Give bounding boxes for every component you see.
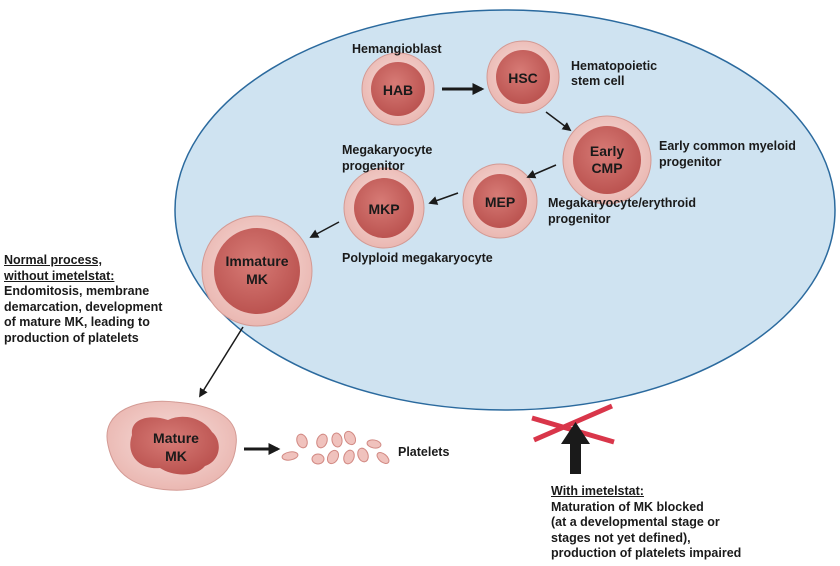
immature-mk-label-1: Immature [225, 253, 288, 269]
platelet [296, 433, 308, 449]
hsc-cell-label: HSC [508, 70, 538, 86]
mature-mk-cell: Mature MK [106, 400, 237, 491]
label-platelets: Platelets [398, 445, 449, 459]
label-hsc-1: Hematopoietic [571, 59, 657, 73]
arrow-mep-to-mkp [428, 192, 459, 205]
platelet [343, 430, 357, 446]
platelet [331, 432, 343, 448]
arrow-immature-to-mature [199, 326, 244, 398]
mkp-cell: MKP [343, 167, 425, 249]
block-up-arrow [561, 422, 590, 474]
label-mkp-1: Megakaryocyte [342, 143, 432, 157]
immature-mk-label-2: MK [246, 271, 268, 287]
platelet [366, 439, 382, 449]
normal-note-line-3: of mature MK, leading to [4, 315, 150, 329]
imetelstat-note-heading: With imetelstat: [551, 484, 644, 498]
arrow-hsc-to-cmp [545, 111, 572, 132]
platelet [343, 449, 355, 465]
normal-note-line-1: Endomitosis, membrane [4, 284, 150, 298]
platelet [316, 433, 328, 449]
mep-cell: MEP [462, 163, 538, 239]
mkp-cell-label: MKP [368, 201, 399, 217]
label-hemangioblast: Hemangioblast [352, 42, 442, 56]
label-hsc-2: stem cell [571, 74, 625, 88]
arrow-cmp-to-mep [526, 164, 557, 179]
label-cmp-2: progenitor [659, 155, 722, 169]
platelet [376, 452, 390, 464]
cmp-cell-label-2: CMP [591, 160, 622, 176]
mature-mk-label-1: Mature [153, 430, 199, 446]
arrow-mkp-to-immature [309, 221, 340, 238]
imetelstat-note-line-3: stages not yet defined), [551, 530, 691, 545]
immature-mk-cell: Immature MK [201, 215, 313, 327]
imetelstat-note-line-1: Maturation of MK blocked [551, 499, 704, 514]
normal-note-heading-2: without imetelstat: [4, 268, 115, 283]
mep-cell-label: MEP [485, 194, 515, 210]
platelet [281, 451, 299, 461]
imetelstat-note-line-2: (at a developmental stage or [551, 515, 720, 529]
platelet [326, 449, 340, 465]
label-mep-1: Megakaryocyte/erythroid [548, 196, 696, 210]
cmp-cell-label-1: Early [590, 143, 624, 159]
label-cmp-1: Early common myeloid [659, 139, 796, 153]
normal-note-line-4: production of platelets [4, 330, 139, 345]
imetelstat-note-line-4: production of platelets impaired [551, 546, 742, 560]
platelet [357, 447, 369, 463]
mature-mk-label-2: MK [165, 448, 187, 464]
label-mep-2: progenitor [548, 212, 611, 226]
hab-cell: HAB [361, 52, 435, 126]
normal-note-heading-1: Normal process, [4, 253, 102, 267]
hab-cell-label: HAB [383, 82, 413, 98]
platelets [281, 430, 390, 465]
label-polyploid: Polyploid megakaryocyte [342, 251, 493, 265]
hsc-cell: HSC [486, 40, 560, 114]
imetelstat-note: With imetelstat: Maturation of MK blocke… [551, 484, 831, 562]
normal-note-line-2: demarcation, development [4, 299, 163, 314]
cmp-cell: Early CMP [562, 115, 652, 205]
label-mkp-2: progenitor [342, 159, 405, 173]
normal-process-note: Normal process, without imetelstat: Endo… [4, 253, 194, 346]
platelet [311, 453, 325, 465]
